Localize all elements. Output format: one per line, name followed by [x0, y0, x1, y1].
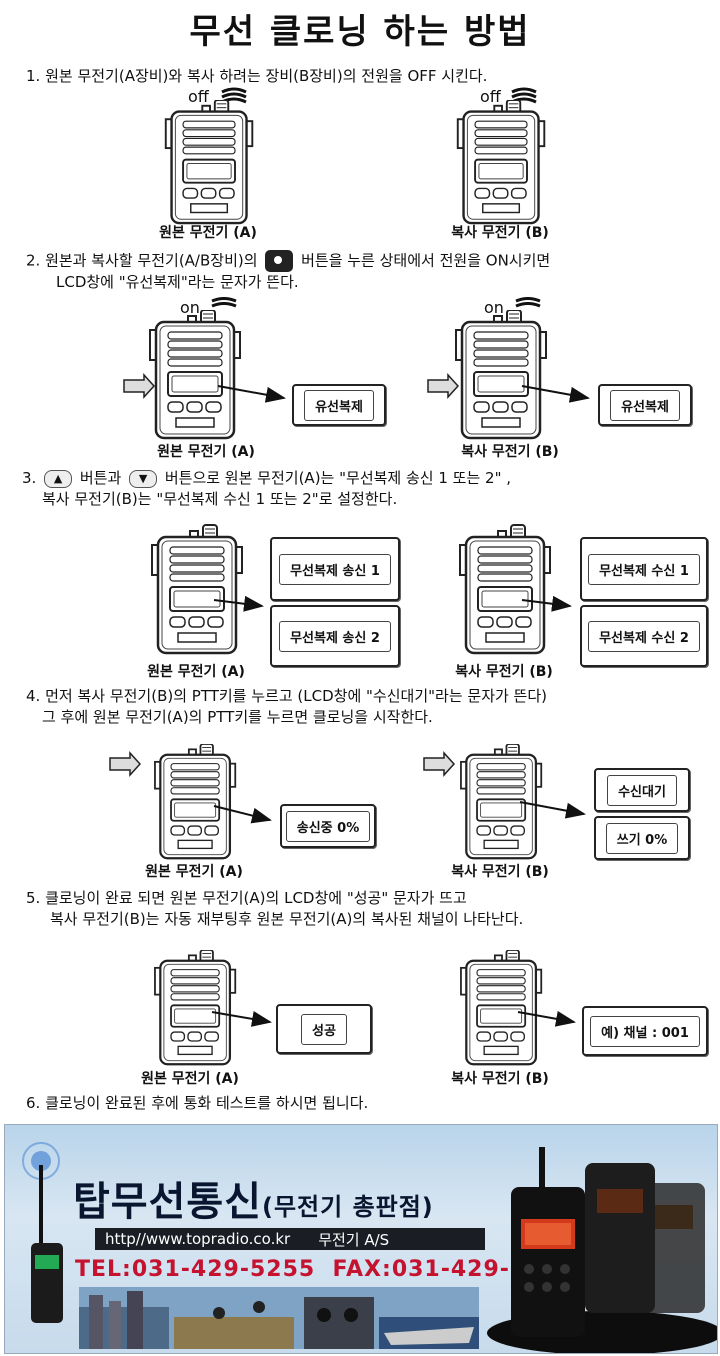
service-label: 무전기 A/S — [318, 1230, 390, 1249]
lcd-rx1: 무선복제 수신 1 — [580, 537, 708, 601]
lcd-success: 성공 — [276, 1004, 372, 1054]
off-label-b: off — [480, 87, 501, 106]
step-5-part-b: 복사 무전기(B)는 자동 재부팅후 원본 무전기(A)의 복사된 채널이 나타… — [50, 910, 524, 928]
lcd-waiting: 수신대기 — [594, 768, 690, 812]
radio-b-caption: 복사 무전기 (B) — [455, 664, 553, 680]
power-knob-icon — [211, 297, 237, 308]
step-3-text: 3. ▲ 버튼과 ▼ 버튼으로 원본 무전기(A)는 "무선복제 송신 1 또는… — [22, 468, 511, 510]
step-3-part-b: 버튼과 — [79, 469, 122, 487]
lcd-tx1: 무선복제 송신 1 — [270, 537, 400, 601]
step-5-text: 5. 클로닝이 완료 되면 원본 무전기(A)의 LCD창에 "성공" 문자가 … — [26, 888, 523, 930]
on-label-b: on — [484, 298, 504, 317]
lcd-writing: 쓰기 0% — [594, 816, 690, 860]
radio-a-caption: 원본 무전기 (A) — [145, 864, 243, 880]
radio-a-caption: 원본 무전기 (A) — [159, 225, 257, 241]
power-knob-icon — [515, 297, 541, 308]
lcd-rx2: 무선복제 수신 2 — [580, 605, 708, 667]
lcd-sending: 송신중 0% — [280, 804, 376, 848]
step-4-part-b: 그 후에 원본 무전기(A)의 PTT키를 누르면 클로닝을 시작한다. — [42, 708, 433, 726]
step-3-part-d: 복사 무전기(B)는 "무선복제 수신 1 또는 2"로 설정한다. — [42, 490, 398, 508]
website-link[interactable]: http//www.topradio.co.kr — [105, 1230, 291, 1248]
radio-b-caption: 복사 무전기 (B) — [451, 864, 549, 880]
brand-subtitle: (무전기 총판점) — [262, 1193, 434, 1221]
radio-b-caption: 복사 무전기 (B) — [461, 444, 559, 460]
lcd-tx2: 무선복제 송신 2 — [270, 605, 400, 667]
radio-b-icon — [452, 100, 552, 225]
radio-a-caption: 원본 무전기 (A) — [147, 664, 245, 680]
right-arrow-icon — [521, 595, 572, 612]
tel-number: TEL:031-429-5255 — [75, 1257, 316, 1282]
off-label-a: off — [188, 87, 209, 106]
radio-a-icon — [160, 100, 260, 225]
right-arrow-icon — [519, 801, 586, 819]
pointer-arrow-icon — [427, 373, 460, 399]
radio-b-caption: 복사 무전기 (B) — [451, 1071, 549, 1087]
step-2-arrows — [123, 373, 590, 403]
down-button-icon: ▼ — [129, 469, 158, 488]
right-arrow-icon — [217, 385, 286, 403]
right-arrow-icon — [211, 1011, 272, 1027]
right-arrow-icon — [213, 595, 264, 612]
lcd-wired-copy-a: 유선복제 — [292, 384, 386, 426]
right-arrow-icon — [213, 805, 272, 824]
photo-strip — [79, 1287, 479, 1349]
step-2-part-b: 버튼을 누른 상태에서 전원을 ON시키면 — [301, 251, 551, 270]
step-2-part-c: LCD창에 "유선복제"라는 문자가 뜬다. — [56, 273, 299, 291]
radio-b-caption: 복사 무전기 (B) — [451, 225, 549, 241]
pointer-arrow-icon — [109, 751, 142, 777]
step-4-part-a: 4. 먼저 복사 무전기(B)의 PTT키를 누르고 (LCD창에 "수신대기"… — [26, 687, 548, 705]
right-arrow-icon — [521, 385, 590, 403]
step-2-part-a: 2. 원본과 복사할 무전기(A/B장비)의 — [26, 251, 258, 270]
lcd-channel: 예) 채널 : 001 — [582, 1006, 708, 1056]
product-radios-icon — [487, 1147, 717, 1353]
up-button-icon: ▲ — [44, 469, 73, 488]
right-arrow-icon — [517, 1010, 576, 1027]
brand-name: 탑무선통신(무전기 총판점) — [73, 1169, 434, 1227]
step-4-text: 4. 먼저 복사 무전기(B)의 PTT키를 누르고 (LCD창에 "수신대기"… — [26, 686, 547, 728]
page-title: 무선 클로닝 하는 방법 — [189, 12, 531, 52]
step-6-text: 6. 클로닝이 완료된 후에 통화 테스트를 하시면 됩니다. — [26, 1094, 369, 1112]
pointer-arrow-icon — [423, 751, 456, 777]
url-bar: http//www.topradio.co.kr 무전기 A/S — [95, 1228, 485, 1250]
step-4-arrows — [109, 751, 586, 824]
step-5-arrows — [211, 1010, 576, 1027]
radio-a-caption: 원본 무전기 (A) — [157, 444, 255, 460]
step-3-arrows — [213, 595, 572, 612]
radio-photo-icon — [22, 1142, 63, 1323]
lcd-wired-copy-b: 유선복제 — [598, 384, 692, 426]
step-5-part-a: 5. 클로닝이 완료 되면 원본 무전기(A)의 LCD창에 "성공" 문자가 … — [26, 889, 467, 907]
step-1-text: 1. 원본 무전기(A장비)와 복사 하려는 장비(B장비)의 전원을 OFF … — [26, 67, 488, 85]
brand-title: 탑무선통신 — [73, 1179, 262, 1225]
step-3-part-a: 3. — [22, 469, 37, 487]
pointer-arrow-icon — [123, 373, 156, 399]
step-3-part-c: 버튼으로 원본 무전기(A)는 "무선복제 송신 1 또는 2" , — [164, 469, 512, 487]
store-banner: 탑무선통신(무전기 총판점) http//www.topradio.co.kr … — [4, 1124, 718, 1354]
radio-a-caption: 원본 무전기 (A) — [141, 1071, 239, 1087]
step-2-text: 2. 원본과 복사할 무전기(A/B장비)의 버튼을 누른 상태에서 전원을 O… — [26, 250, 550, 293]
on-label-a: on — [180, 298, 200, 317]
function-button-icon — [265, 250, 294, 272]
